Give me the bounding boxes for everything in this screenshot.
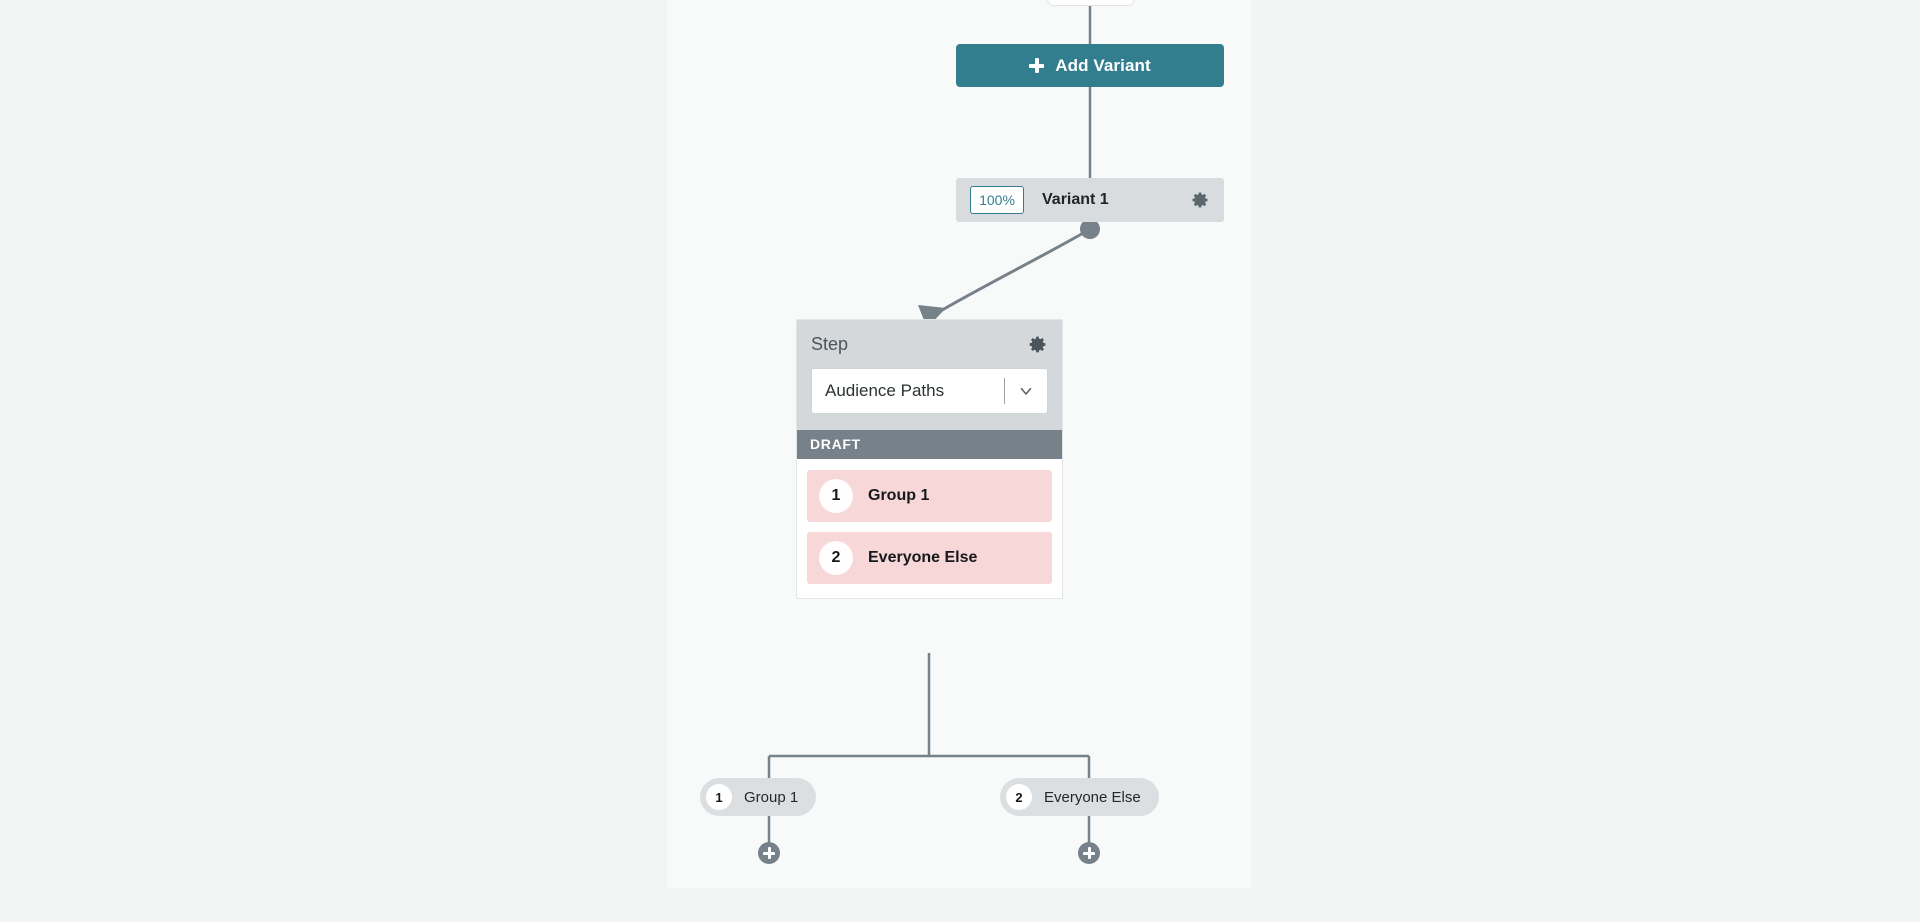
variant-row[interactable]: Variant 1 (956, 178, 1224, 222)
select-divider (1004, 378, 1005, 404)
branch-pill-everyone-else[interactable]: 2 Everyone Else (1000, 778, 1159, 816)
step-card-header: Step Audience Paths (797, 320, 1062, 430)
gear-icon (1029, 336, 1046, 353)
group-number-badge: 1 (819, 479, 853, 513)
variant-name-label: Variant 1 (1042, 191, 1109, 208)
step-card-header-row: Step (811, 334, 1048, 355)
gear-icon (1192, 192, 1208, 208)
variant-settings-button[interactable] (1190, 190, 1210, 210)
variant-percentage-input[interactable] (970, 186, 1024, 214)
status-badge: DRAFT (797, 430, 1062, 459)
add-variant-button[interactable]: Add Variant (956, 44, 1224, 87)
step-type-select[interactable]: Audience Paths (811, 368, 1048, 414)
branch-label: Everyone Else (1044, 788, 1141, 806)
branch-label: Group 1 (744, 788, 799, 806)
step-type-select-value: Audience Paths (825, 381, 945, 400)
upstream-node-stub[interactable] (1047, 0, 1135, 6)
group-number-badge: 2 (819, 541, 853, 575)
add-variant-label: Add Variant (1055, 55, 1151, 75)
step-title: Step (811, 334, 849, 354)
group-label: Group 1 (868, 487, 930, 504)
chevron-down-icon (1005, 382, 1047, 400)
branch-number-badge: 1 (706, 784, 732, 810)
audience-group-item[interactable]: 2 Everyone Else (807, 532, 1052, 584)
step-card-body: 1 Group 1 2 Everyone Else (797, 459, 1062, 598)
add-step-button-group-1[interactable] (758, 842, 780, 864)
add-step-button-everyone-else[interactable] (1078, 842, 1100, 864)
plus-icon (1029, 58, 1045, 73)
step-card[interactable]: Step Audience Paths DRAFT (796, 319, 1063, 599)
audience-group-item[interactable]: 1 Group 1 (807, 470, 1052, 522)
step-settings-button[interactable] (1027, 334, 1048, 355)
branch-number-badge: 2 (1006, 784, 1032, 810)
branch-pill-group-1[interactable]: 1 Group 1 (700, 778, 817, 816)
group-label: Everyone Else (868, 549, 978, 566)
